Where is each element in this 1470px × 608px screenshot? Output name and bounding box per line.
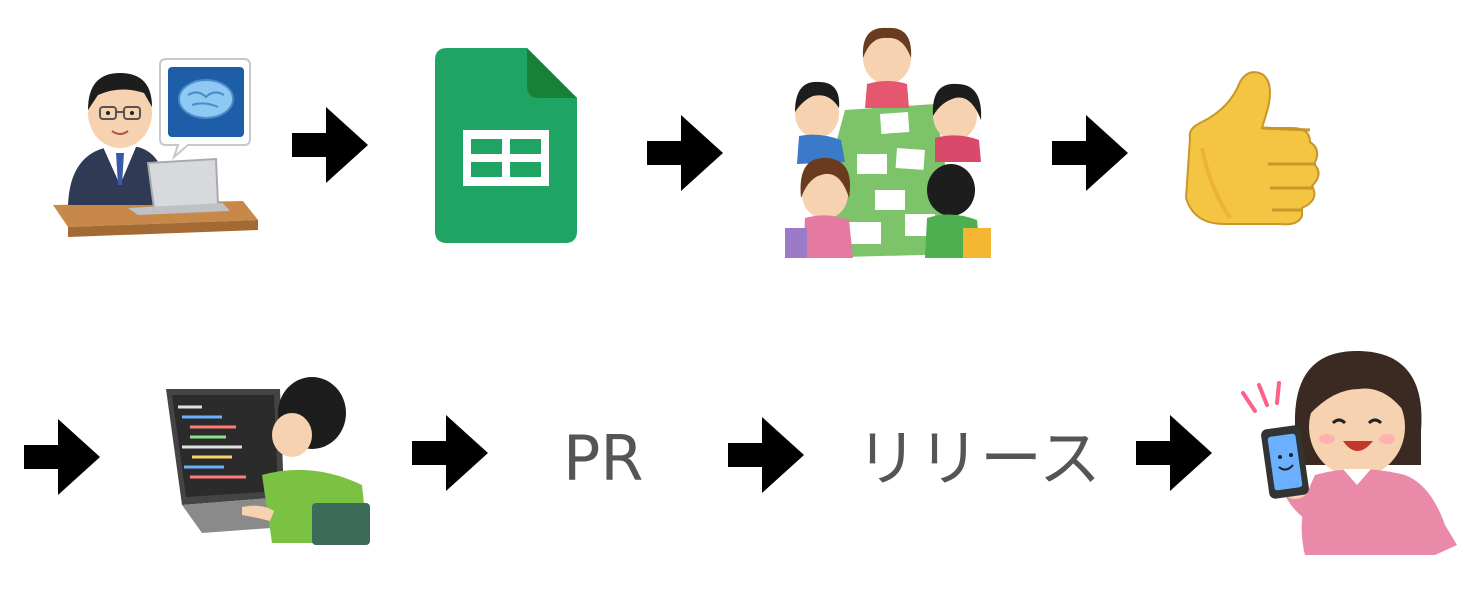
google-sheets-icon bbox=[435, 48, 577, 243]
flow-arrow-icon bbox=[1136, 415, 1212, 491]
businessman-ai-laptop-icon bbox=[53, 58, 258, 237]
flow-arrow-icon bbox=[1052, 115, 1128, 191]
programmer-coding-icon bbox=[166, 377, 370, 545]
woman-smartphone-icon bbox=[1241, 350, 1457, 555]
release-label: リリース bbox=[856, 422, 1101, 495]
flow-arrow-icon bbox=[24, 419, 100, 495]
team-meeting-icon bbox=[785, 27, 991, 258]
flow-arrow-icon bbox=[728, 417, 804, 493]
thumbs-up-icon bbox=[1184, 71, 1320, 226]
flow-arrow-icon bbox=[412, 415, 488, 491]
flow-arrow-icon bbox=[292, 107, 368, 183]
pr-label: PR bbox=[563, 422, 644, 495]
flow-arrow-icon bbox=[647, 115, 723, 191]
